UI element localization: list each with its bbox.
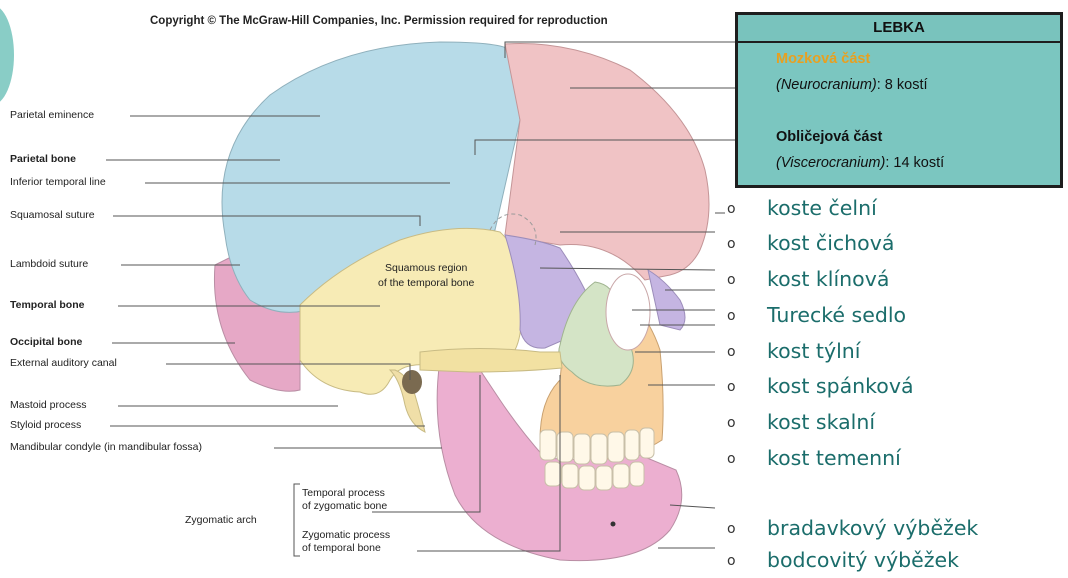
- label-inferior-temporal-line: Inferior temporal line: [10, 176, 106, 188]
- list-item: obodcovitý výběžek: [727, 548, 959, 572]
- bullet-icon: o: [727, 451, 767, 467]
- list-item-text: kost klínová: [767, 267, 889, 291]
- label-mastoid-process: Mastoid process: [10, 399, 86, 411]
- bullet-icon: o: [727, 521, 767, 537]
- list-item-text: kost skalní: [767, 410, 875, 434]
- bullet-icon: o: [727, 236, 767, 252]
- label-temporal-bone: Temporal bone: [10, 299, 84, 311]
- bullet-icon: o: [727, 379, 767, 395]
- copyright-notice: Copyright © The McGraw-Hill Companies, I…: [150, 15, 735, 27]
- list-item-text: bradavkový výběžek: [767, 516, 978, 540]
- bullet-icon: o: [727, 272, 767, 288]
- label-zygomatic-process-1: Zygomatic process: [302, 529, 390, 541]
- label-styloid-process: Styloid process: [10, 419, 81, 431]
- label-temporal-process-2: of zygomatic bone: [302, 500, 387, 512]
- label-temporal-process-1: Temporal process: [302, 487, 385, 499]
- label-external-auditory-canal: External auditory canal: [10, 357, 117, 369]
- face-part-count: : 14 kostí: [885, 155, 944, 171]
- label-squamous-region-1: Squamous region: [385, 262, 467, 274]
- list-item: okost temenní: [727, 446, 901, 470]
- bullet-icon: o: [727, 344, 767, 360]
- nasal-bone: [648, 270, 685, 330]
- label-parietal-eminence: Parietal eminence: [10, 109, 94, 121]
- label-zygomatic-arch: Zygomatic arch: [185, 514, 257, 526]
- list-item: okost spánková: [727, 374, 914, 398]
- label-zygomatic-process-2: of temporal bone: [302, 542, 381, 554]
- zygomatic-arch: [420, 349, 562, 373]
- list-item-text: kost týlní: [767, 339, 860, 363]
- bullet-icon: o: [727, 308, 767, 324]
- brain-part-latin: (Neurocranium): [776, 77, 877, 93]
- list-item: okost týlní: [727, 339, 860, 363]
- list-item-text: koste čelní: [767, 196, 877, 220]
- bullet-icon: o: [727, 415, 767, 431]
- face-part-heading: Obličejová část: [776, 129, 882, 145]
- label-lambdoid-suture: Lambdoid suture: [10, 258, 88, 270]
- list-item: okost klínová: [727, 267, 889, 291]
- auditory-canal: [402, 370, 422, 394]
- list-item-text: kost čichová: [767, 231, 894, 255]
- list-item: obradavkový výběžek: [727, 516, 978, 540]
- label-occipital-bone: Occipital bone: [10, 336, 82, 348]
- list-item-text: kost temenní: [767, 446, 901, 470]
- brain-part-heading: Mozková část: [776, 51, 870, 67]
- label-mandibular-condyle: Mandibular condyle (in mandibular fossa): [10, 441, 202, 453]
- list-item-text: bodcovitý výběžek: [767, 548, 959, 572]
- bullet-icon: o: [727, 553, 767, 569]
- list-item: okost čichová: [727, 231, 894, 255]
- list-item: okost skalní: [727, 410, 875, 434]
- list-item: oTurecké sedlo: [727, 303, 906, 327]
- brain-part-count: : 8 kostí: [877, 77, 928, 93]
- label-squamous-region-2: of the temporal bone: [378, 277, 474, 289]
- orbit: [606, 274, 650, 350]
- info-box-title: LEBKA: [738, 15, 1060, 43]
- label-squamosal-suture: Squamosal suture: [10, 209, 95, 221]
- skull-info-box: LEBKA Mozková část (Neurocranium): 8 kos…: [735, 12, 1063, 188]
- list-item-text: kost spánková: [767, 374, 914, 398]
- bullet-icon: o: [727, 201, 767, 217]
- list-item: okoste čelní: [727, 196, 877, 220]
- list-item-text: Turecké sedlo: [767, 303, 906, 327]
- mental-foramen: [611, 522, 616, 527]
- label-parietal-bone: Parietal bone: [10, 153, 76, 165]
- face-part-latin: (Viscerocranium): [776, 155, 885, 171]
